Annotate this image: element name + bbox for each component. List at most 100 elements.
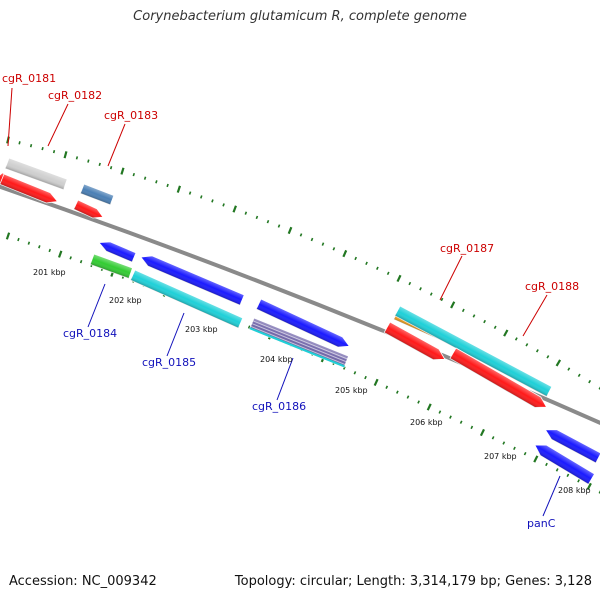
ruler-label: 205 kbp xyxy=(335,386,368,395)
ruler-tick xyxy=(188,191,192,195)
gene-label-cgR_0183: cgR_0183 xyxy=(104,109,158,122)
gene-arrow-blue-long[interactable] xyxy=(139,252,245,306)
ruler-label: 204 kbp xyxy=(260,355,293,364)
ruler-tick xyxy=(79,259,83,264)
ruler-tick xyxy=(365,261,368,265)
gene-label-cgR_0188: cgR_0188 xyxy=(525,280,579,293)
ruler-label: 203 kbp xyxy=(185,325,218,334)
ruler-tick xyxy=(429,292,433,296)
ruler-tick xyxy=(417,400,420,404)
ruler-tick xyxy=(342,249,348,258)
ruler-tick xyxy=(577,373,581,378)
ruler-tick xyxy=(533,455,539,463)
gene-arrow-cgR_0182[interactable] xyxy=(0,173,60,207)
ruler-label: 202 kbp xyxy=(109,296,142,305)
ruler-tick xyxy=(566,473,570,478)
ruler-tick xyxy=(567,367,571,371)
gene-arrow-cgR_0186[interactable] xyxy=(248,317,350,368)
cgR_0187-leader xyxy=(439,255,463,301)
gene-arrow-cgR_0187[interactable] xyxy=(394,305,553,398)
topology-text: Topology: circular; Length: 3,314,179 bp… xyxy=(234,574,592,589)
ruler-tick xyxy=(479,428,485,437)
gene-label-cgR_0187: cgR_0187 xyxy=(440,242,494,255)
ruler-tick xyxy=(449,415,452,419)
ruler-tick xyxy=(75,156,79,160)
ruler-tick xyxy=(342,366,346,370)
cgR_0184-leader xyxy=(87,283,106,328)
ruler-tick xyxy=(109,166,113,170)
ruler-tick xyxy=(545,462,548,467)
ruler-tick xyxy=(426,403,432,411)
ruler-tick xyxy=(52,149,56,154)
gene-arrow-red-205[interactable] xyxy=(383,321,448,364)
gene-arrow-blue-204[interactable] xyxy=(255,298,351,351)
ruler-tick xyxy=(27,241,31,245)
gene-arrow-cgR_0184[interactable] xyxy=(89,253,134,279)
ruler-tick xyxy=(69,256,72,260)
cgR_0182-leader xyxy=(47,103,69,147)
gene-label-cgR_0186: cgR_0186 xyxy=(252,400,306,413)
ruler-tick xyxy=(588,379,592,384)
ruler-tick xyxy=(48,248,52,253)
ruler-tick xyxy=(555,359,562,367)
ruler-tick xyxy=(513,446,516,451)
ruler-tick xyxy=(57,250,63,258)
ruler-tick xyxy=(332,247,336,251)
ruler-tick xyxy=(98,162,101,167)
ruler-tick xyxy=(376,266,379,270)
ruler-tick xyxy=(38,245,41,249)
gene-label-cgR_0181: cgR_0181 xyxy=(2,72,56,85)
gene-label-panC: panC xyxy=(527,517,556,530)
ruler-tick xyxy=(277,224,281,228)
gene-label-cgR_0184: cgR_0184 xyxy=(63,327,117,340)
gene-arrow-panC[interactable] xyxy=(532,440,596,485)
ruler-ticks-outer xyxy=(6,136,600,390)
ruler-tick xyxy=(523,451,527,456)
ruler-tick xyxy=(546,355,550,359)
ruler-tick xyxy=(132,172,135,177)
ruler-tick xyxy=(470,425,474,430)
ruler-tick xyxy=(419,287,422,291)
ruler-label: 207 kbp xyxy=(484,452,517,461)
ruler-tick xyxy=(493,325,497,329)
ruler-tick xyxy=(373,378,379,387)
ruler-tick xyxy=(155,180,158,184)
ruler-tick xyxy=(472,314,476,318)
ruler-tick xyxy=(386,271,390,275)
gene-arrow-blue-207[interactable] xyxy=(543,425,600,464)
ruler-tick xyxy=(321,242,325,246)
ruler-tick xyxy=(299,233,303,237)
ruler-tick xyxy=(354,256,358,261)
ruler-tick xyxy=(353,371,357,375)
ruler-tick xyxy=(514,337,518,341)
cgR_0186-leader xyxy=(276,357,294,401)
ruler-label: 208 kbp xyxy=(558,486,591,495)
ruler-tick xyxy=(438,410,442,414)
ruler-tick xyxy=(222,203,225,207)
gene-arrow-cgR_0183-b[interactable] xyxy=(73,199,105,222)
gene-arrow-upstream-blue[interactable] xyxy=(97,238,137,263)
ruler-tick xyxy=(244,211,248,215)
ruler-tick xyxy=(555,468,559,472)
ruler-tick xyxy=(166,183,169,188)
ruler-tick xyxy=(577,479,580,483)
gene-arrow-cgR_0181[interactable] xyxy=(4,157,68,191)
gene-arrow-cgR_0188[interactable] xyxy=(449,347,550,412)
ruler-tick xyxy=(200,195,203,199)
ruler-label: 201 kbp xyxy=(33,268,66,277)
ruler-tick xyxy=(17,237,20,242)
ruler-tick xyxy=(266,219,270,224)
gene-label-leaders xyxy=(7,87,561,517)
ruler-tick xyxy=(120,167,125,175)
ruler-tick xyxy=(287,226,293,235)
gene-arrow-cgR_0183-a[interactable] xyxy=(79,183,115,206)
ruler-tick xyxy=(586,482,592,491)
accession-text: Accession: NC_009342 xyxy=(9,574,157,589)
gene-arrow-cgR_0185[interactable] xyxy=(129,269,244,329)
ruler-tick xyxy=(450,301,456,309)
ruler-tick xyxy=(143,176,147,180)
ruler-tick xyxy=(406,395,410,399)
ruler-tick xyxy=(63,151,68,159)
ruler-tick xyxy=(440,297,444,302)
